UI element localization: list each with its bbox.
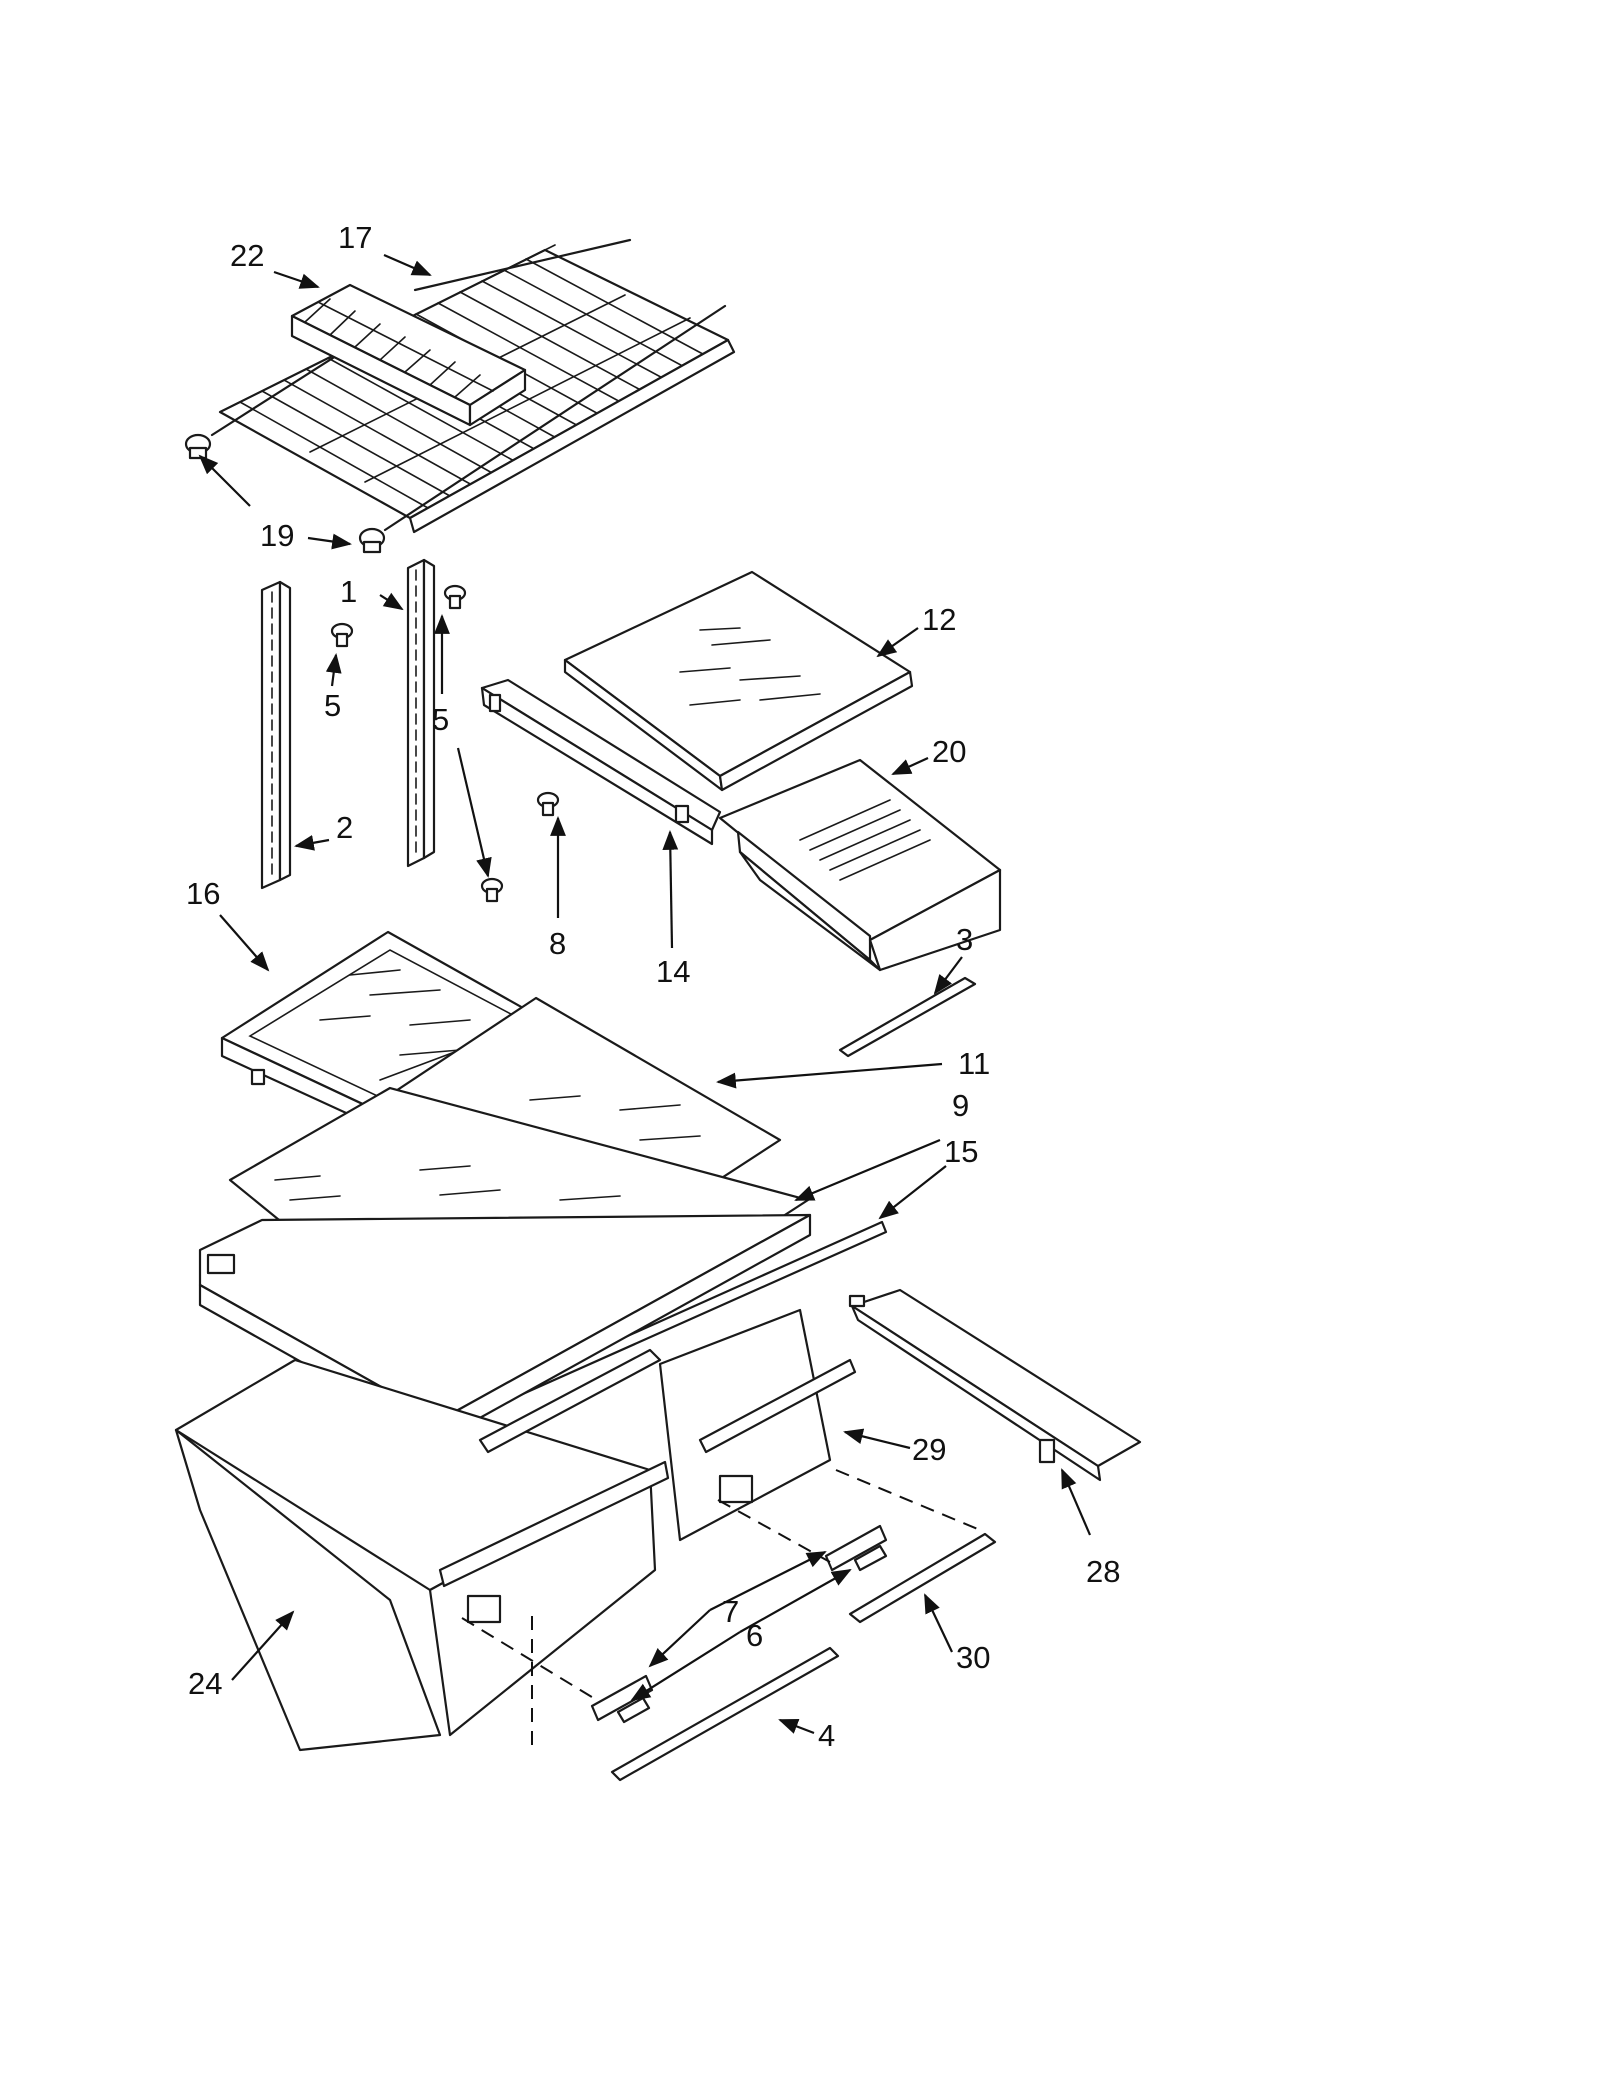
- callout-29: 29: [912, 1432, 946, 1467]
- callout-8: 8: [549, 926, 566, 961]
- rail-screw-upper-left: [330, 622, 354, 648]
- callout-3: 3: [956, 922, 973, 957]
- callout-4: 4: [818, 1718, 835, 1753]
- meat-keeper-pan: [718, 758, 1002, 972]
- shelf-support-bracket: [480, 678, 722, 846]
- crisper-divider: [848, 1288, 1142, 1482]
- right-shelf-rail: [406, 558, 436, 868]
- drawer-trim-left: [610, 1646, 840, 1782]
- drawer-slide-pin-lower: [616, 1696, 651, 1724]
- alignment-guides: [461, 1469, 981, 1748]
- crisper-drawer-left: [174, 1358, 670, 1752]
- shelf-end-cap-right: [358, 527, 386, 554]
- callout-6: 6: [746, 1618, 763, 1653]
- crisper-cover-frame: [198, 1213, 812, 1442]
- trim-strip: [838, 976, 977, 1058]
- callout-2: 2: [336, 810, 353, 845]
- upper-glass-shelf: [563, 570, 914, 792]
- leader-lines: [198, 253, 1092, 1735]
- callout-15: 15: [944, 1134, 978, 1169]
- callout-7: 7: [722, 1594, 739, 1629]
- callout-17: 17: [338, 220, 372, 255]
- callout-28: 28: [1086, 1554, 1120, 1589]
- rail-screw-upper-right: [443, 584, 467, 610]
- drawer-slide-upper: [824, 1524, 888, 1572]
- ice-cube-tray: [290, 283, 527, 427]
- callout-9: 9: [952, 1088, 969, 1123]
- rail-screw-lower-right: [480, 877, 504, 903]
- callout-5a: 5: [324, 688, 341, 723]
- bracket-screw: [536, 791, 560, 817]
- crisper-drawer-right: [478, 1308, 857, 1542]
- callout-12: 12: [922, 602, 956, 637]
- shelf-end-cap-left: [184, 433, 212, 460]
- callout-11: 11: [958, 1046, 990, 1081]
- callout-20: 20: [932, 734, 966, 769]
- callout-16: 16: [186, 876, 220, 911]
- callout-24: 24: [188, 1666, 222, 1701]
- drawer-trim-right: [848, 1532, 997, 1624]
- callout-30: 30: [956, 1640, 990, 1675]
- callout-labels: 1 2 3 4 5 5 6 7 8 9 11 12 14 15 16 17 19…: [186, 220, 1120, 1753]
- callout-1: 1: [340, 574, 357, 609]
- left-shelf-rail: [260, 580, 292, 890]
- callout-22: 22: [230, 238, 264, 273]
- callout-5b: 5: [432, 702, 449, 737]
- callout-14: 14: [656, 954, 690, 989]
- drawer-slide-pin-upper: [853, 1544, 888, 1572]
- callout-19: 19: [260, 518, 294, 553]
